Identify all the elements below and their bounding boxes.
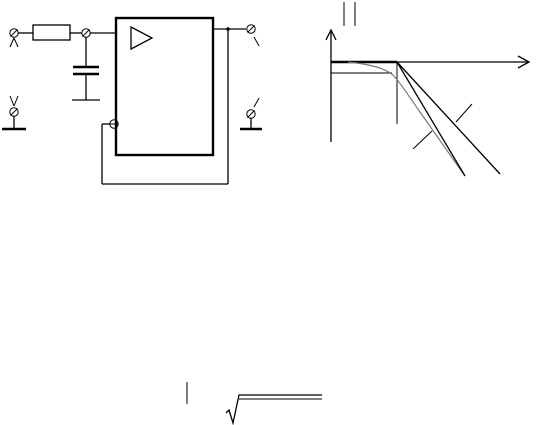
input-ground-terminal (2, 95, 26, 131)
y-axis-arrow (325, 28, 337, 41)
square-root (225, 394, 322, 425)
amplifier (109, 16, 215, 157)
output-ground-terminal (240, 97, 262, 131)
roll-off-curve (347, 61, 466, 177)
input-terminal (9, 28, 19, 48)
leader-line-left (412, 130, 433, 150)
amplifier-icon (130, 25, 154, 51)
second-asymptote-line (396, 61, 501, 175)
circuit-diagram (2, 16, 262, 185)
resistor (32, 24, 71, 41)
output-terminal (246, 24, 260, 47)
asymptote-line (396, 61, 466, 177)
y-axis (325, 28, 337, 142)
leader-line-right (455, 103, 473, 123)
amplifier-box (114, 16, 215, 157)
x-axis-arrow (517, 55, 531, 69)
junction-terminal (81, 28, 91, 38)
formula (186, 382, 322, 425)
frequency-response-graph (325, 2, 531, 177)
output-wiring (101, 27, 246, 185)
capacitor (72, 37, 100, 101)
